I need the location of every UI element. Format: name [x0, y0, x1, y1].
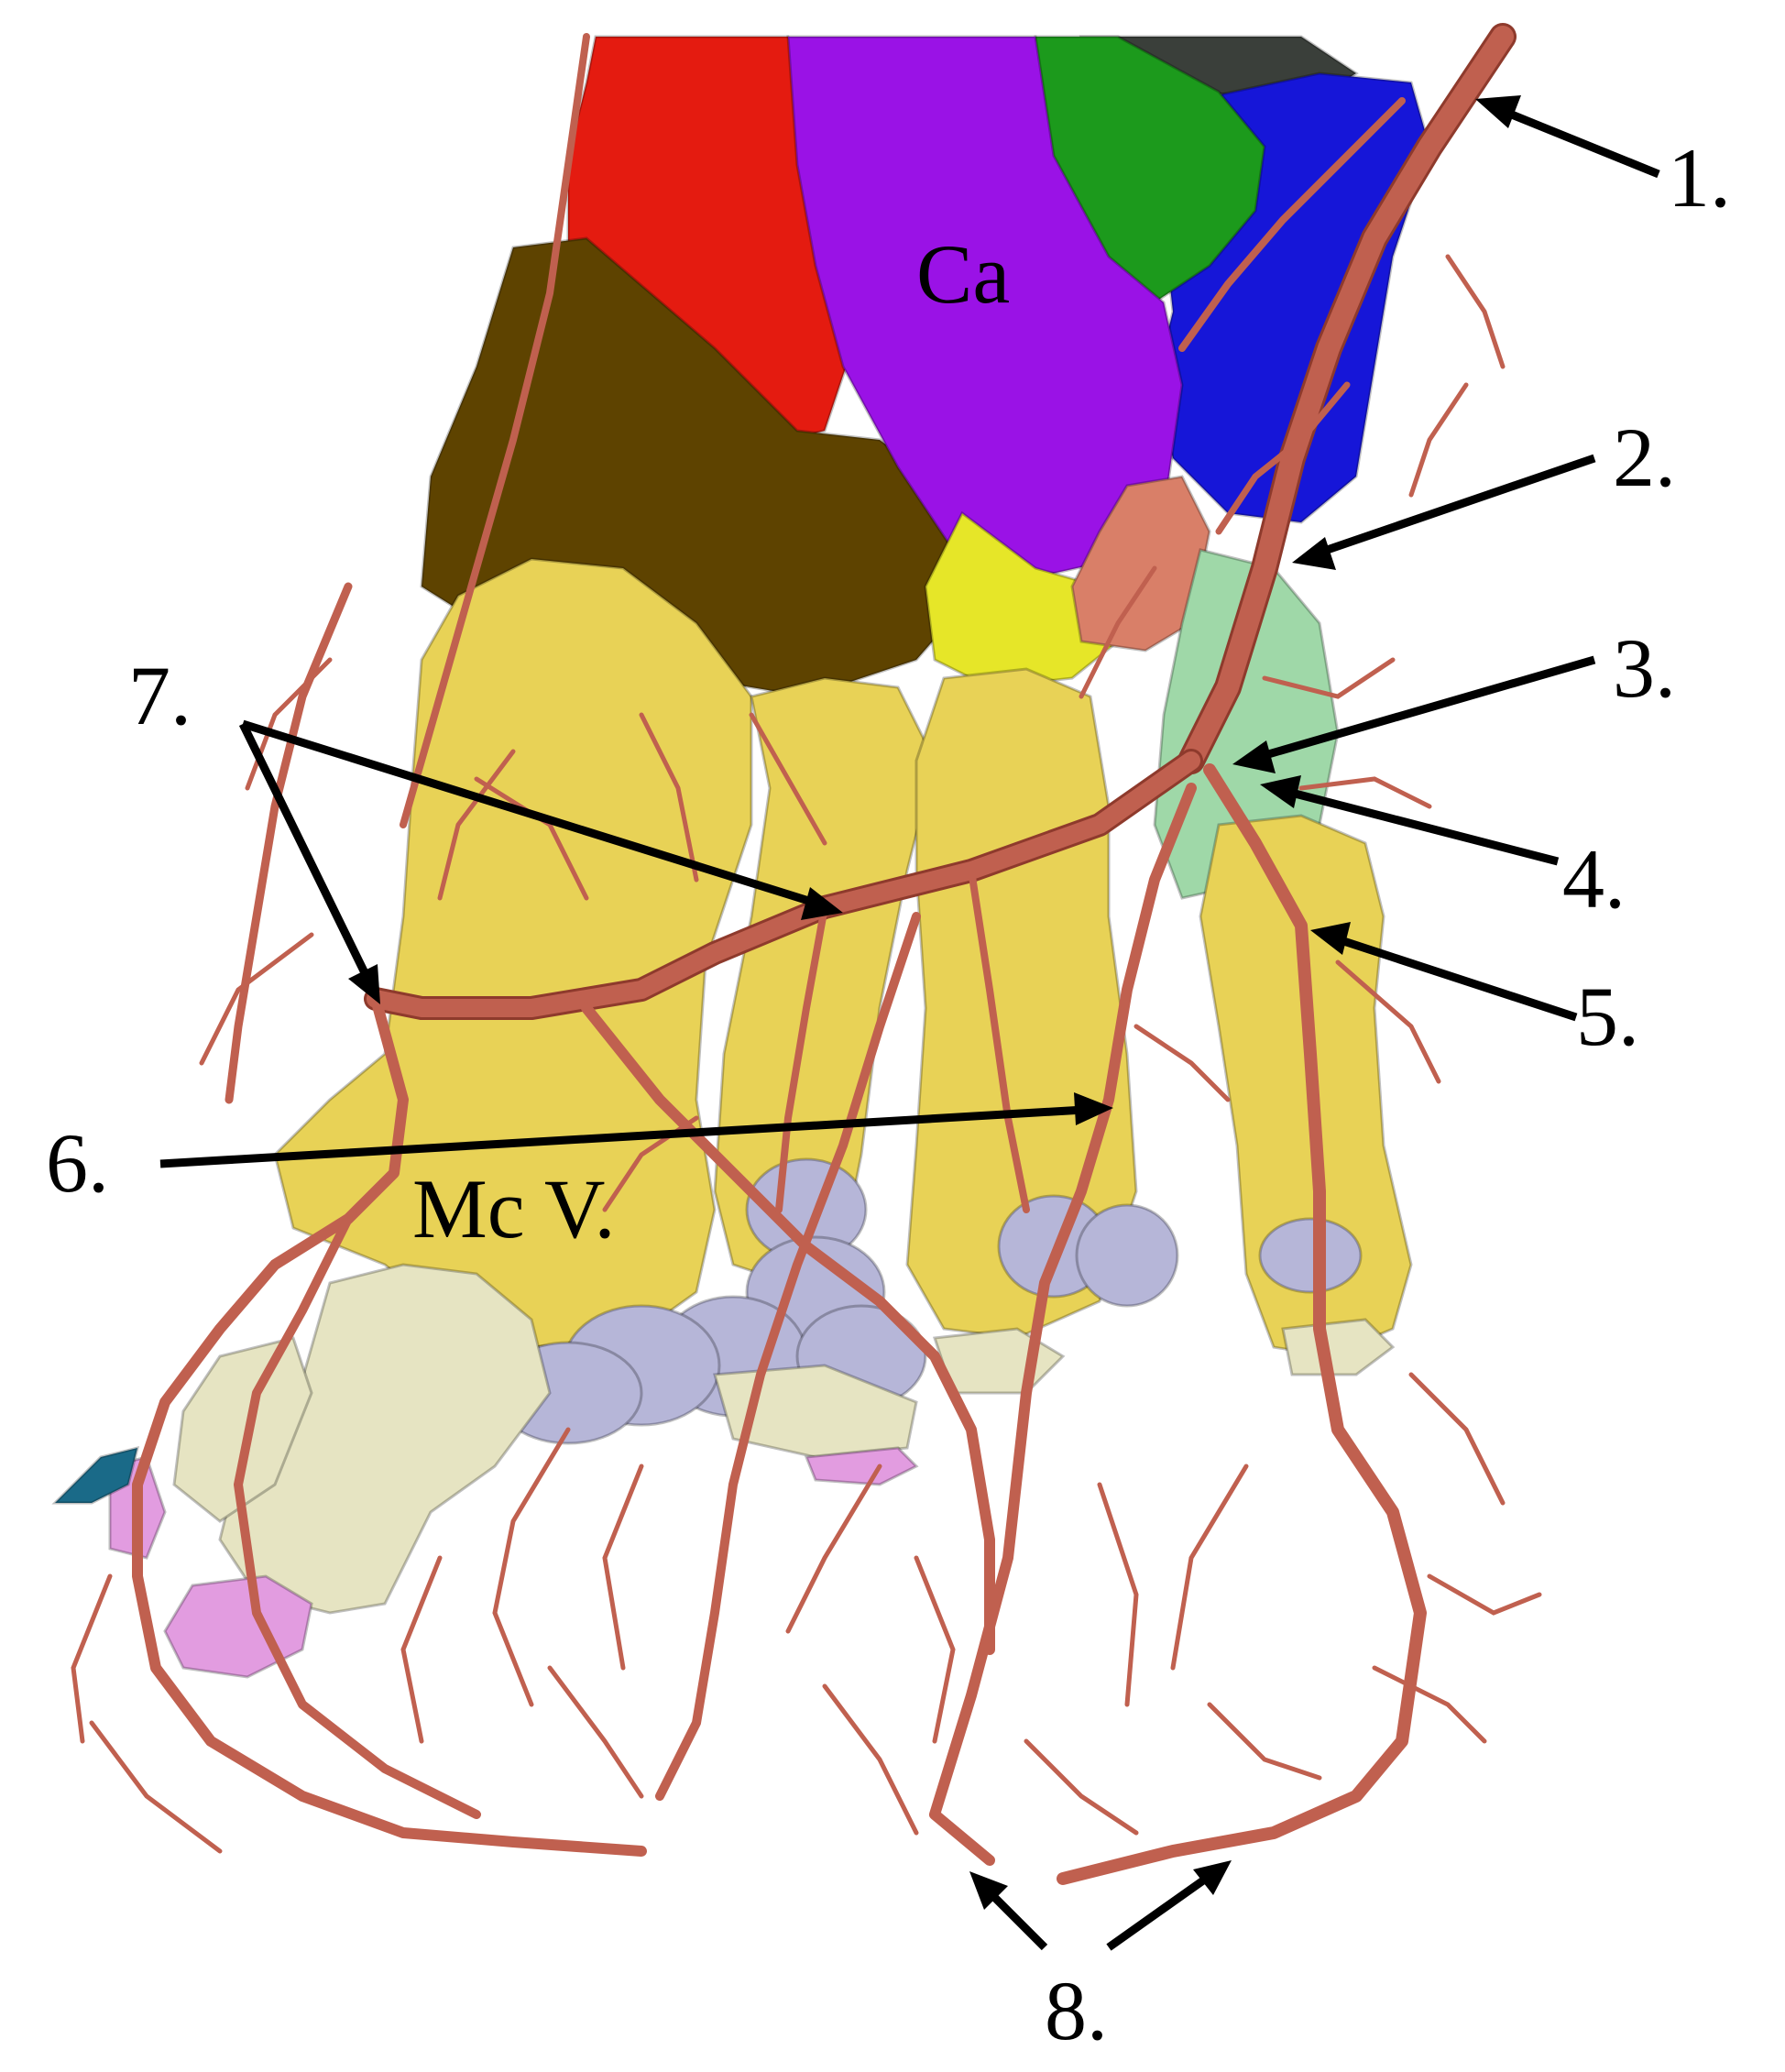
callout-numbers: 1. 2. 3. 4. 5. 6. 7. 8. — [46, 131, 1731, 2057]
arrow-4 — [1272, 784, 1560, 866]
bone-salmon — [1070, 475, 1211, 652]
arrowhead-8b — [1193, 1860, 1232, 1895]
label-ca: Ca — [916, 227, 1010, 321]
callout-1: 1. — [1668, 131, 1731, 225]
arterial-network — [71, 23, 1542, 1885]
bone-labels: Ca Mc V. — [412, 227, 1010, 1255]
vessel-upper-left — [400, 33, 590, 828]
vessel-mc-iii — [968, 867, 1030, 1213]
arrowhead-1 — [1475, 95, 1521, 128]
callout-8: 8. — [1045, 1964, 1108, 2057]
arrowhead-4 — [1260, 775, 1301, 808]
arrow-2 — [1304, 454, 1596, 562]
arrowhead-2 — [1292, 537, 1336, 570]
vessel-left-margin — [224, 582, 353, 1104]
callout-7: 7. — [128, 649, 192, 742]
callout-2: 2. — [1613, 411, 1676, 504]
callout-6: 6. — [46, 1116, 109, 1210]
vessel-mc-iv — [775, 904, 828, 1213]
bones — [51, 35, 1431, 1679]
label-mc-v: Mc V. — [412, 1162, 616, 1255]
arrowhead-5 — [1310, 922, 1351, 955]
claw-teal — [51, 1445, 140, 1505]
arrow-7b — [238, 722, 378, 993]
callout-arrows — [159, 95, 1660, 1951]
vessel-branch-6 — [929, 783, 1197, 1866]
bone-metacarpal-ii — [1199, 814, 1413, 1358]
arrowhead-8a — [969, 1871, 1008, 1910]
bone-pink-distal — [163, 1574, 313, 1679]
vessel-branch-5 — [1057, 763, 1427, 1885]
vessel-fine-branches — [71, 254, 1542, 1854]
vessel-mid-descending — [655, 912, 921, 1801]
bone-pink-middle — [804, 1446, 919, 1486]
callout-4: 4. — [1562, 832, 1626, 926]
bone-phalanx-ii — [1281, 1318, 1396, 1376]
arrow-8b — [1106, 1866, 1221, 1951]
arrow-3 — [1244, 655, 1596, 765]
arrow-6 — [159, 1104, 1101, 1168]
arrowhead-7b — [348, 964, 380, 1004]
vessel-main-trunk — [1180, 26, 1514, 772]
vessel-lateral-descending — [132, 993, 647, 1857]
bone-phalanx-v-proximal — [172, 1336, 313, 1523]
vessel-phalanx-v — [234, 1214, 481, 1819]
bone-phalanx-iv — [713, 1364, 918, 1459]
arrowhead-7a — [801, 887, 843, 920]
bone-bright-yellow — [924, 510, 1120, 689]
arrowhead-6 — [1074, 1092, 1113, 1125]
arrow-5 — [1322, 930, 1578, 1022]
callout-3: 3. — [1613, 621, 1676, 715]
vessel-blue-region — [1178, 97, 1406, 352]
vessel-arch — [367, 751, 1200, 1017]
vessel-blue-region-2 — [1215, 381, 1351, 535]
callout-5: 5. — [1576, 970, 1639, 1063]
arrowhead-3 — [1232, 740, 1276, 773]
arrow-7a — [241, 719, 831, 912]
arrow-1 — [1487, 101, 1660, 179]
